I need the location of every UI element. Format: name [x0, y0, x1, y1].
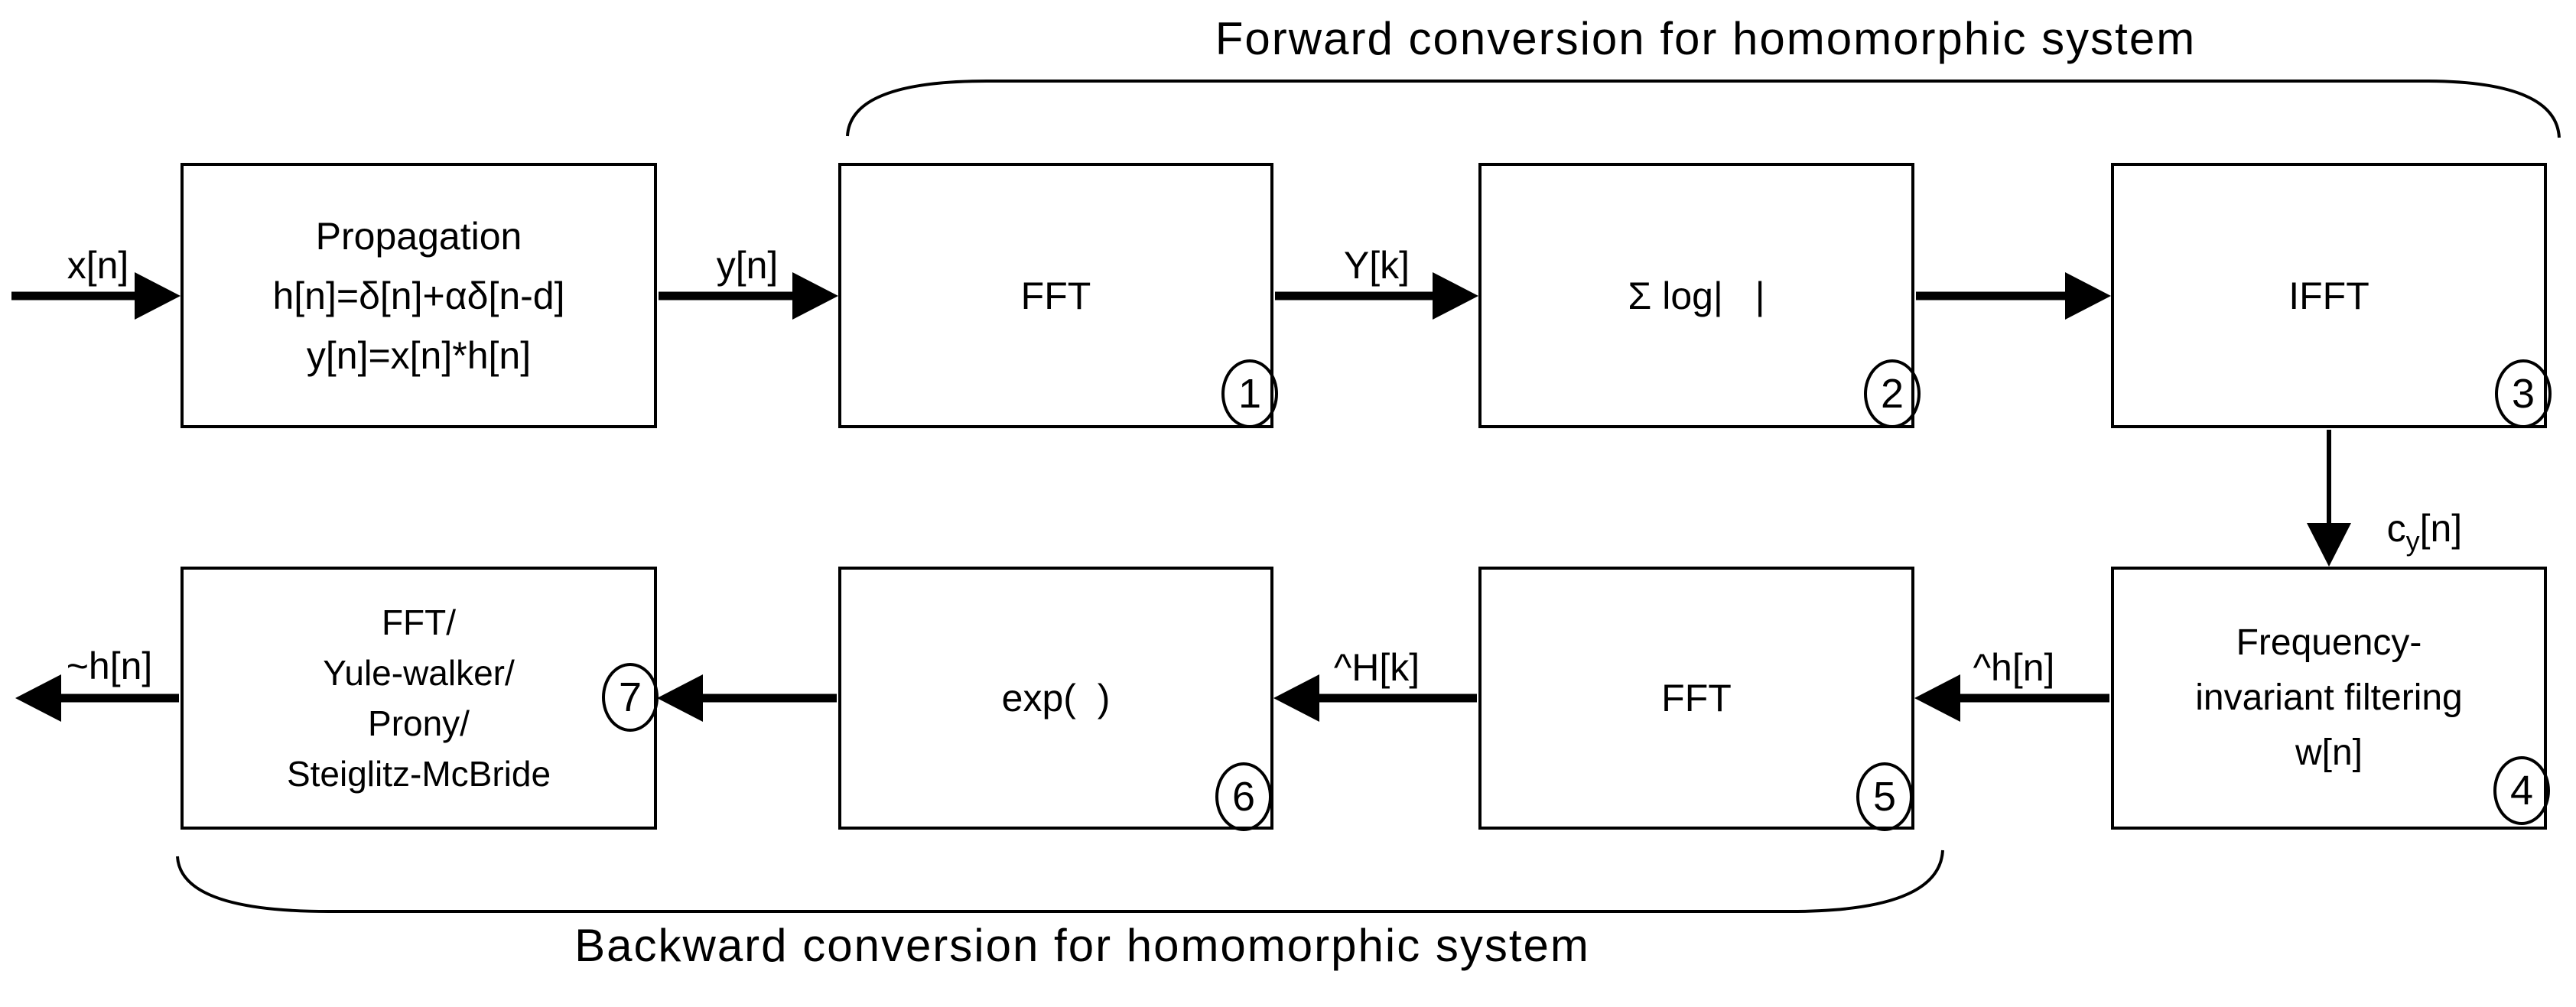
block-sum-log: Σ log| | 2 [1478, 163, 1921, 428]
block-propagation: Propagation h[n]=δ[n]+αδ[n-d] y[n]=x[n]*… [181, 163, 657, 428]
step-number-4: 4 [2493, 756, 2550, 825]
modeling-option-prony: Prony/ [368, 703, 470, 743]
arrow-head [1914, 674, 1960, 722]
arrow-head [135, 272, 181, 320]
sum-log-label: Σ log| | [1628, 274, 1765, 317]
fft-1-label: FFT [1020, 274, 1091, 317]
step-number-7: 7 [602, 663, 659, 732]
step-number-5: 5 [1856, 762, 1913, 831]
arrow-head [1273, 674, 1319, 722]
step-number-2: 2 [1864, 359, 1921, 428]
step-number-1: 1 [1221, 359, 1278, 428]
block-ifft: IFFT 3 [2111, 163, 2552, 428]
filtering-label-line1: Frequency- [2236, 622, 2422, 663]
propagation-equation-y: y[n]=x[n]*h[n] [306, 333, 532, 377]
filtering-label-line3: w[n] [2295, 733, 2363, 773]
filtering-label-line2: invariant filtering [2195, 677, 2463, 718]
block-fft-1: FFT 1 [838, 163, 1278, 428]
arrow-filtering-to-fft2 [1914, 674, 2109, 722]
arrow-head [2307, 523, 2351, 567]
signal-label-input-x: x[n] [67, 244, 129, 287]
exp-label: exp( ) [1001, 677, 1111, 720]
arrow-head [15, 674, 61, 722]
arrow-head [2065, 272, 2111, 320]
arrow-input-to-propagation [11, 272, 181, 320]
block-exp: exp( ) 6 [838, 567, 1273, 831]
modeling-option-steiglitz-mcbride: Steiglitz-McBride [286, 754, 551, 794]
arrow-propagation-to-fft1 [659, 272, 838, 320]
signal-label-Yk: Y[k] [1343, 244, 1410, 287]
backward-brace [176, 849, 1944, 913]
signal-label-h-hat: ^h[n] [1973, 646, 2055, 689]
ifft-label: IFFT [2288, 274, 2369, 317]
arrow-head [657, 674, 703, 722]
arrow-sumlog-to-ifft [1916, 272, 2111, 320]
propagation-title: Propagation [315, 214, 522, 258]
arrow-head [1433, 272, 1478, 320]
forward-conversion-title: Forward conversion for homomorphic syste… [1215, 13, 2197, 64]
signal-label-output-h-tilde: ~h[n] [66, 645, 153, 687]
block-parametric-modeling: FFT/ Yule-walker/ Prony/ Steiglitz-McBri… [181, 567, 659, 830]
signal-label-H-hat: ^H[k] [1333, 646, 1420, 689]
forward-brace [846, 80, 2561, 138]
signal-label-cy: cy[n] [2344, 462, 2463, 602]
block-fft-2: FFT 5 [1478, 567, 1914, 831]
step-number-6: 6 [1215, 762, 1272, 831]
arrow-ifft-to-filtering [2307, 430, 2351, 567]
arrow-modeling-to-output [15, 674, 179, 722]
arrow-fft1-to-sumlog [1275, 272, 1478, 320]
block-frequency-invariant-filtering: Frequency- invariant filtering w[n] 4 [2111, 567, 2550, 830]
arrow-exp-to-modeling [657, 674, 837, 722]
signal-label-cy-base: c [2386, 507, 2406, 550]
modeling-option-yule-walker: Yule-walker/ [323, 653, 515, 693]
signal-label-y: y[n] [716, 244, 779, 287]
backward-conversion-title: Backward conversion for homomorphic syst… [574, 920, 1590, 971]
signal-label-cy-subscript: y [2405, 525, 2420, 557]
step-number-3: 3 [2495, 359, 2552, 428]
arrow-head [792, 272, 838, 320]
signal-label-cy-brackets: [n] [2419, 507, 2463, 550]
fft-2-label: FFT [1661, 677, 1732, 720]
modeling-option-fft: FFT/ [381, 603, 457, 642]
arrow-fft2-to-exp [1273, 674, 1477, 722]
propagation-equation-h: h[n]=δ[n]+αδ[n-d] [272, 274, 565, 317]
